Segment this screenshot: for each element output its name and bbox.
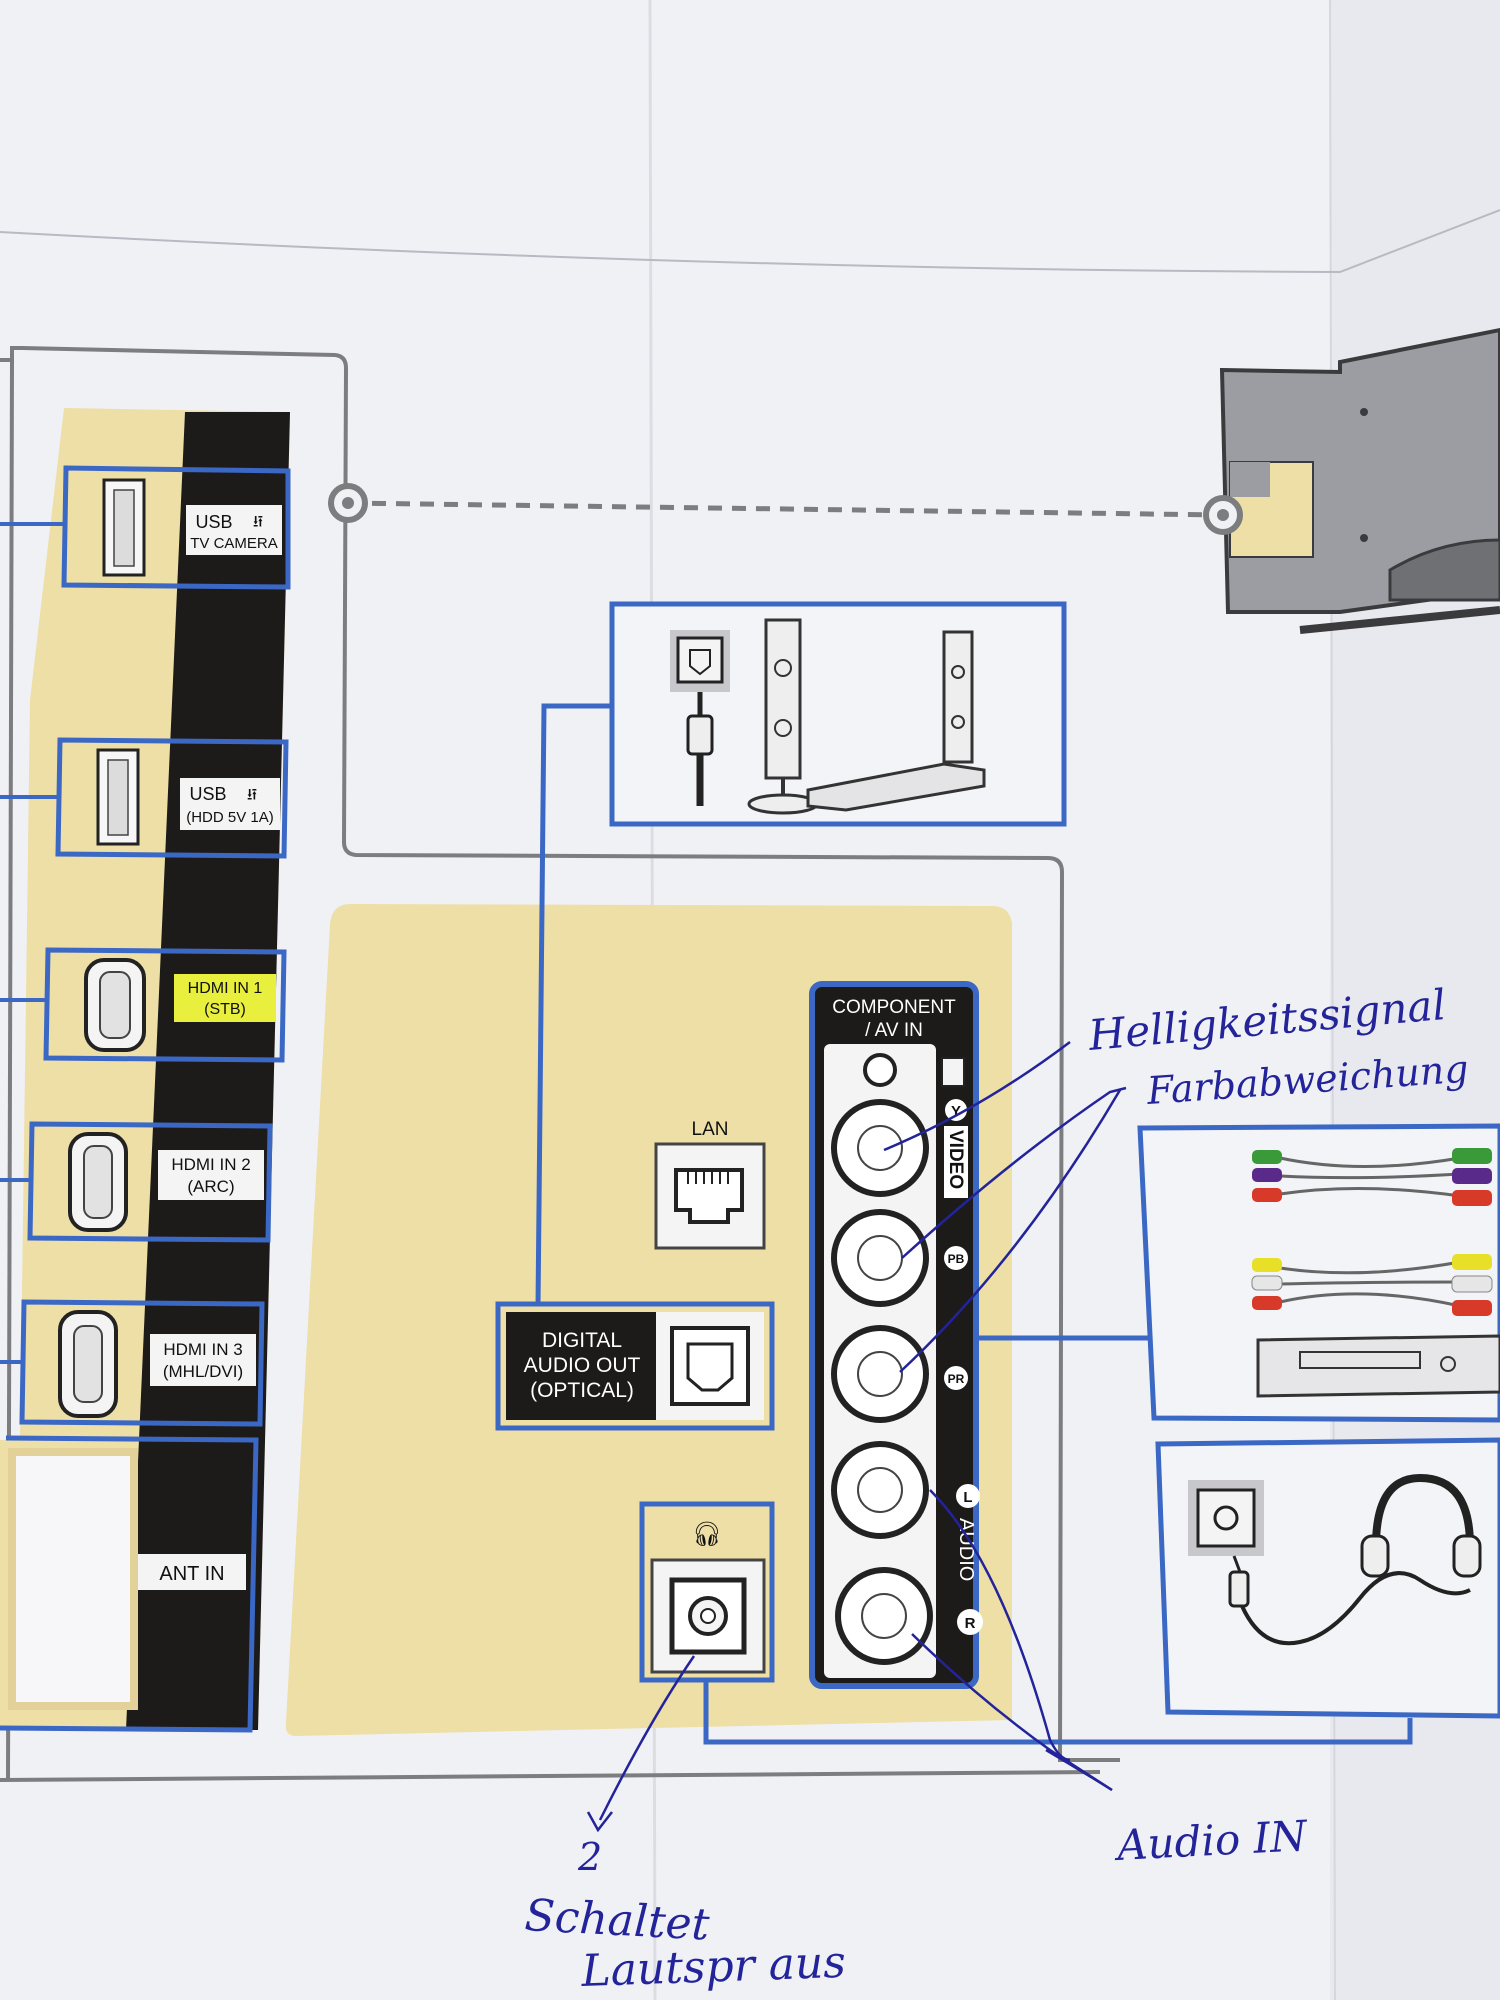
component-title-2: / AV IN [865,1020,923,1041]
lan-port: LAN [654,1119,766,1250]
annotation-number-2: 2 [577,1835,602,1879]
headphone-port: 🎧︎ [639,1501,775,1683]
usb-hdd-label-2: (HDD 5V 1A) [186,809,274,826]
hdmi1-label-1: HDMI IN 1 [188,980,263,997]
badge-pr: PR [948,1372,965,1386]
annotation-lautsprecher: Lautspr aus [580,1937,847,1997]
rca-plug-yellow [1252,1258,1282,1272]
usb-camera-label-2: TV CAMERA [190,535,278,552]
rca-plug-red [1252,1188,1282,1202]
video-label: VIDEO [945,1130,966,1189]
digital-audio-out-port: DIGITAL AUDIO OUT (OPTICAL) [495,1301,775,1431]
hdmi2-label-2: (ARC) [187,1177,234,1196]
ant-in-label: ANT IN [159,1563,224,1585]
rca-plug-white [1451,1275,1493,1293]
audio-label: AUDIO [955,1518,977,1581]
optical-cable-line [535,703,612,1307]
ethernet-socket-icon [674,1168,744,1224]
rca-jack [831,1099,929,1197]
optical-socket-icon [670,1326,750,1406]
usb-symbol-icon: ⭿ [253,514,263,531]
usb-hdd-port: USB ⭿ (HDD 5V 1A) [55,737,289,859]
rca-plug-green [1252,1150,1282,1164]
annotation-schaltet: Schaltet [523,1890,711,1951]
usb-hdd-label-1: USB [189,784,226,804]
rca-plug-yellow [1452,1254,1492,1270]
rca-plug-purple [1252,1168,1282,1182]
speaker-icon [764,618,802,780]
panel-outline [10,346,1120,1762]
rca-plug-red [1452,1190,1492,1206]
hdmi-in-3-port: HDMI IN 3 (MHL/DVI) [19,1299,265,1427]
lan-label: LAN [692,1119,729,1140]
digital-audio-label-1: DIGITAL [542,1329,622,1352]
rca-plug-purple [1452,1168,1492,1184]
component-title-1: COMPONENT [832,997,956,1018]
home-theater-box [609,601,1067,827]
badge-l: L [963,1489,972,1506]
rca-jack [835,1567,933,1665]
headphone-cable-line [703,1680,1413,1745]
speaker-icon [942,630,974,764]
antenna-socket-area [8,1448,138,1710]
audio-jack-icon [1196,1488,1256,1548]
badge-r: R [965,1615,976,1632]
rca-plug-white [1251,1275,1283,1291]
headphone-cable [1240,1571,1471,1646]
rca-jack [831,1325,929,1423]
hdmi2-label-1: HDMI IN 2 [171,1155,250,1174]
rca-plug-red [1252,1296,1282,1310]
audio-plug-icon [1228,1570,1250,1608]
badge-pb: PB [948,1252,965,1266]
headphones-icon [1372,1473,1474,1547]
camera-dashed-cable [347,500,1223,518]
tv-back-illustration [1219,327,1500,634]
handwritten-arrows [586,1041,1127,1833]
dvd-player-icon [1256,1334,1500,1398]
hdmi-in-1-port: HDMI IN 1 (STB) [43,947,287,1063]
optical-socket-icon [676,636,724,684]
usb-tv-camera-port: USB ⭿ TV CAMERA [61,465,291,590]
side-feed-lines [0,522,66,1364]
fold-line [0,209,1500,274]
hdmi3-label-1: HDMI IN 3 [163,1340,242,1359]
panel-outline-bottom [0,1770,1101,1782]
ant-in-port: ANT IN [0,1435,259,1733]
input-symbol-icon [941,1057,965,1087]
headphone-icon: 🎧︎ [692,1521,722,1548]
digital-audio-label-2: AUDIO OUT [524,1354,641,1377]
badge-y: Y [951,1103,961,1120]
rca-plug-red [1452,1300,1492,1316]
optical-plug-icon [686,714,714,756]
hdmi-in-2-port: HDMI IN 2 (ARC) [27,1121,273,1243]
receiver-unit-icon [806,762,986,812]
rca-jack [831,1209,929,1307]
hdmi3-label-2: (MHL/DVI) [163,1362,243,1381]
hdmi1-label-2: (STB) [204,1001,246,1018]
annotation-audio-in: Audio IN [1112,1811,1309,1870]
rca-jack [831,1441,929,1539]
digital-audio-label-3: (OPTICAL) [530,1379,634,1402]
rca-plug-green [1452,1148,1492,1164]
component-small-jack [863,1053,897,1087]
usb-symbol-icon: ⭿ [247,787,257,804]
component-av-in-panel: COMPONENT / AV IN Y VIDEO PB [809,981,983,1689]
usb-camera-label-1: USB [195,512,232,532]
headphone-device-box [1155,1437,1500,1719]
av-device-box [1137,1123,1500,1423]
